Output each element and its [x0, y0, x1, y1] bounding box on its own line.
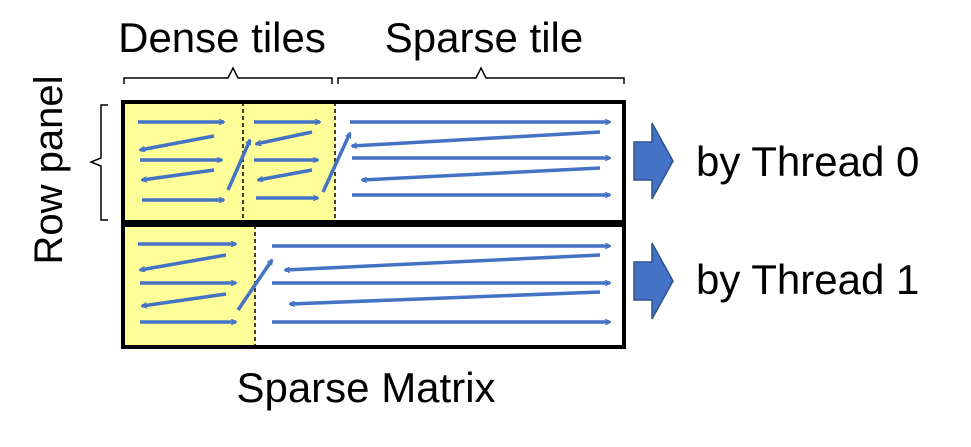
dense-tile-0a	[123, 102, 243, 222]
row-panel-0-border	[121, 100, 626, 224]
thread-1-label: by Thread 1	[696, 256, 919, 303]
right-block-arrow-icon	[633, 242, 674, 320]
row-panel-1-border	[121, 223, 626, 349]
thread-0-label: by Thread 0	[696, 138, 919, 185]
dense-tile-0b	[243, 102, 335, 222]
sparse-matrix-caption: Sparse Matrix	[236, 364, 495, 411]
row-panel-0	[121, 100, 626, 224]
dense-tiles-brace	[123, 66, 333, 84]
sparse-tile-label: Sparse tile	[385, 14, 583, 61]
sparse-tile-brace	[337, 66, 625, 84]
dense-tiles-label: Dense tiles	[118, 14, 326, 61]
row-panel-0-arrows	[138, 122, 610, 200]
row-panel-1	[121, 223, 626, 349]
right-block-arrow-icon	[633, 122, 674, 200]
row-panel-brace	[88, 104, 108, 221]
row-panel-1-arrows	[138, 244, 610, 322]
row-panel-label: Row panel	[27, 75, 71, 264]
